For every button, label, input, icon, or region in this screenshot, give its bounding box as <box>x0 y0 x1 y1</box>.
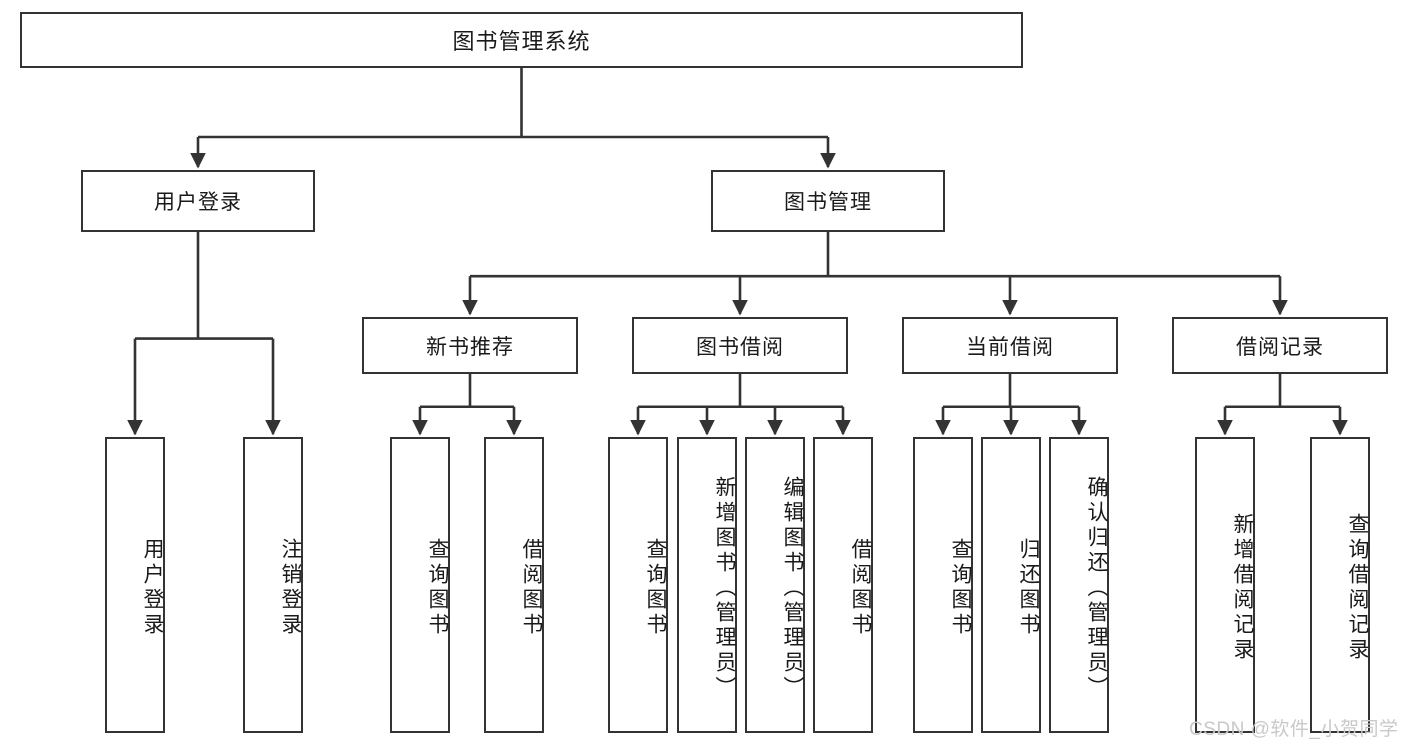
node-label: 用户登录 <box>141 538 164 638</box>
node-borrow-record[interactable]: 借阅记录 <box>1172 317 1388 374</box>
node-label: 确认归还（管理员） <box>1085 475 1108 701</box>
node-leaf-query-record[interactable]: 查询借阅记录 <box>1310 437 1370 733</box>
node-leaf-user-login[interactable]: 用户登录 <box>105 437 165 733</box>
node-label: 图书管理 <box>784 191 872 214</box>
watermark-label: CSDN @软件_小贺同学 <box>1189 719 1399 740</box>
node-label: 新增图书（管理员） <box>713 475 736 701</box>
node-leaf-user-logout[interactable]: 注销登录 <box>243 437 303 733</box>
node-leaf-query-book[interactable]: 查询图书 <box>608 437 668 733</box>
edge-group <box>127 68 1348 436</box>
node-label: 归还图书 <box>1017 538 1040 638</box>
node-label: 新增借阅记录 <box>1231 513 1254 663</box>
node-new-book-rec[interactable]: 新书推荐 <box>362 317 578 374</box>
node-label: 查询图书 <box>644 538 667 638</box>
edge-bus <box>198 68 828 139</box>
node-label: 图书借阅 <box>696 335 784 359</box>
node-label: 查询借阅记录 <box>1346 513 1369 663</box>
node-label: 用户登录 <box>154 191 242 214</box>
edge-bus <box>420 374 514 409</box>
node-book-borrow[interactable]: 图书借阅 <box>632 317 848 374</box>
node-leaf-borrow-book-rec[interactable]: 借阅图书 <box>484 437 544 733</box>
node-leaf-add-record[interactable]: 新增借阅记录 <box>1195 437 1255 733</box>
edge-bus <box>470 232 1280 278</box>
node-root[interactable]: 图书管理系统 <box>20 12 1023 68</box>
node-book-manage[interactable]: 图书管理 <box>711 170 945 232</box>
node-leaf-edit-book[interactable]: 编辑图书（管理员） <box>745 437 805 733</box>
node-label: 注销登录 <box>279 538 302 638</box>
node-leaf-return-book[interactable]: 归还图书 <box>981 437 1041 733</box>
node-leaf-query-book-cur[interactable]: 查询图书 <box>913 437 973 733</box>
node-leaf-borrow-book[interactable]: 借阅图书 <box>813 437 873 733</box>
node-label: 借阅图书 <box>520 538 543 638</box>
node-leaf-add-book[interactable]: 新增图书（管理员） <box>677 437 737 733</box>
node-label: 当前借阅 <box>966 335 1054 359</box>
node-leaf-query-book-rec[interactable]: 查询图书 <box>390 437 450 733</box>
node-user-login[interactable]: 用户登录 <box>81 170 315 232</box>
node-label: 查询图书 <box>426 538 449 638</box>
node-label: 新书推荐 <box>426 335 514 359</box>
node-current-borrow[interactable]: 当前借阅 <box>902 317 1118 374</box>
node-label: 图书管理系统 <box>452 29 591 54</box>
edge-bus <box>135 232 273 340</box>
edge-bus <box>943 374 1079 409</box>
edge-bus <box>1225 374 1340 409</box>
node-leaf-confirm-return[interactable]: 确认归还（管理员） <box>1049 437 1109 733</box>
node-label: 查询图书 <box>949 538 972 638</box>
node-label: 借阅图书 <box>849 538 872 638</box>
node-label: 借阅记录 <box>1236 335 1324 359</box>
edge-bus <box>638 374 843 409</box>
node-label: 编辑图书（管理员） <box>781 475 804 701</box>
